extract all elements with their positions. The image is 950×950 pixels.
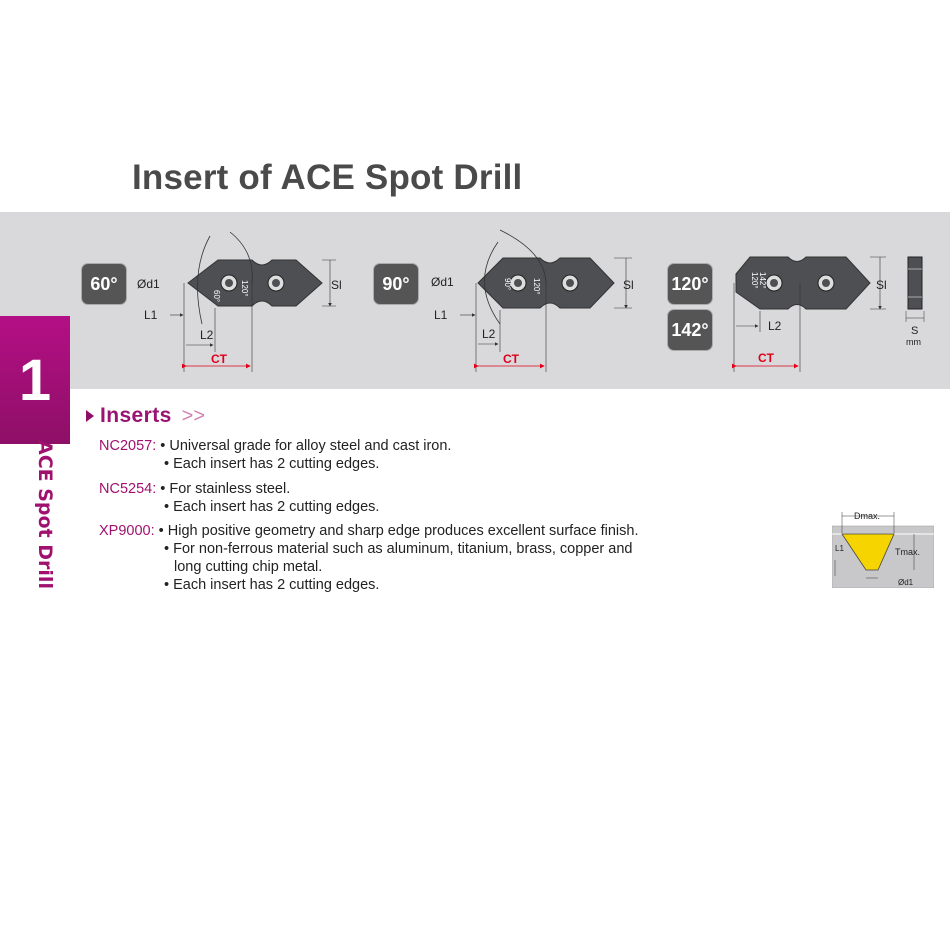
chapter-number: 1 (18, 347, 52, 413)
inner-angle-142: 142° (758, 272, 767, 289)
grade-line: • For stainless steel. (160, 481, 291, 497)
inner-angle-60: 60° (212, 290, 221, 302)
grade-name: NC2057: (99, 438, 157, 454)
grade-nc5254: NC5254: • For stainless steel. • Each in… (99, 480, 379, 516)
dim-ct-1: CT (211, 352, 228, 366)
dim-sl-2: Sl (623, 278, 634, 292)
dim-s: S (911, 325, 918, 337)
dim-l2-3: L2 (768, 319, 782, 333)
grade-line: • High positive geometry and sharp edge … (158, 523, 639, 539)
grade-line: • Each insert has 2 cutting edges. (164, 499, 380, 515)
dmax-label: Dmax. (854, 511, 880, 521)
insert-120-drawing (732, 256, 886, 372)
grade-nc2057: NC2057: • Universal grade for alloy stee… (99, 437, 451, 473)
insert-90-drawing (460, 229, 632, 372)
insert-drawings: Ød1 L1 L2 CT Sl 60° 120° Ød1 L1 L2 CT Sl… (137, 229, 925, 372)
angle-badge-90: 90° (374, 264, 418, 304)
dim-l1-1: L1 (144, 308, 158, 322)
grade-name: XP9000: (99, 523, 155, 539)
inserts-heading-text: Inserts (100, 404, 172, 427)
chapter-tab: 1 (0, 316, 70, 444)
dim-d1-2: Ød1 (431, 275, 454, 289)
dim-ct-3: CT (758, 351, 775, 365)
insert-60-drawing (170, 231, 336, 372)
page-title: Insert of ACE Spot Drill (132, 158, 523, 197)
insert-side-view (905, 256, 925, 322)
grade-line: • Each insert has 2 cutting edges. (164, 456, 380, 472)
dim-sl-1: Sl (331, 278, 342, 292)
inserts-heading-arrows: >> (181, 404, 206, 427)
inner-angle-120-b: 120° (532, 278, 541, 295)
l1-label: L1 (835, 544, 844, 553)
chapter-label-wrap: ACE Spot Drill (34, 440, 56, 589)
spot-depth-diagram: Dmax. Tmax. L1 Ød1 (832, 511, 934, 588)
dim-l2-2: L2 (482, 327, 496, 341)
inner-angle-120-a: 120° (240, 280, 249, 297)
triangle-bullet-icon (86, 410, 94, 422)
angle-badge-60: 60° (82, 264, 126, 304)
grade-line: long cutting chip metal. (174, 559, 323, 575)
dim-l1-2: L1 (434, 308, 448, 322)
grade-name: NC5254: (99, 481, 157, 497)
grade-line: • For non-ferrous material such as alumi… (164, 541, 633, 557)
tmax-label: Tmax. (895, 547, 920, 557)
grade-line: • Universal grade for alloy steel and ca… (160, 438, 452, 454)
angle-badge-120: 120° (668, 264, 712, 304)
inner-angle-90: 90° (503, 278, 512, 290)
dim-sl-3: Sl (876, 278, 887, 292)
dim-l2-1: L2 (200, 328, 214, 342)
inner-angle-120-c: 120° (750, 272, 759, 289)
dim-ct-2: CT (503, 352, 520, 366)
dim-mm: mm (906, 337, 921, 347)
grade-line: • Each insert has 2 cutting edges. (164, 577, 380, 593)
d1-label: Ød1 (898, 578, 914, 587)
angle-badge-142: 142° (668, 310, 712, 350)
chapter-label: ACE Spot Drill (34, 440, 56, 589)
grade-xp9000: XP9000: • High positive geometry and sha… (99, 522, 639, 594)
inserts-heading: Inserts >> (86, 404, 205, 428)
dim-d1-1: Ød1 (137, 277, 160, 291)
